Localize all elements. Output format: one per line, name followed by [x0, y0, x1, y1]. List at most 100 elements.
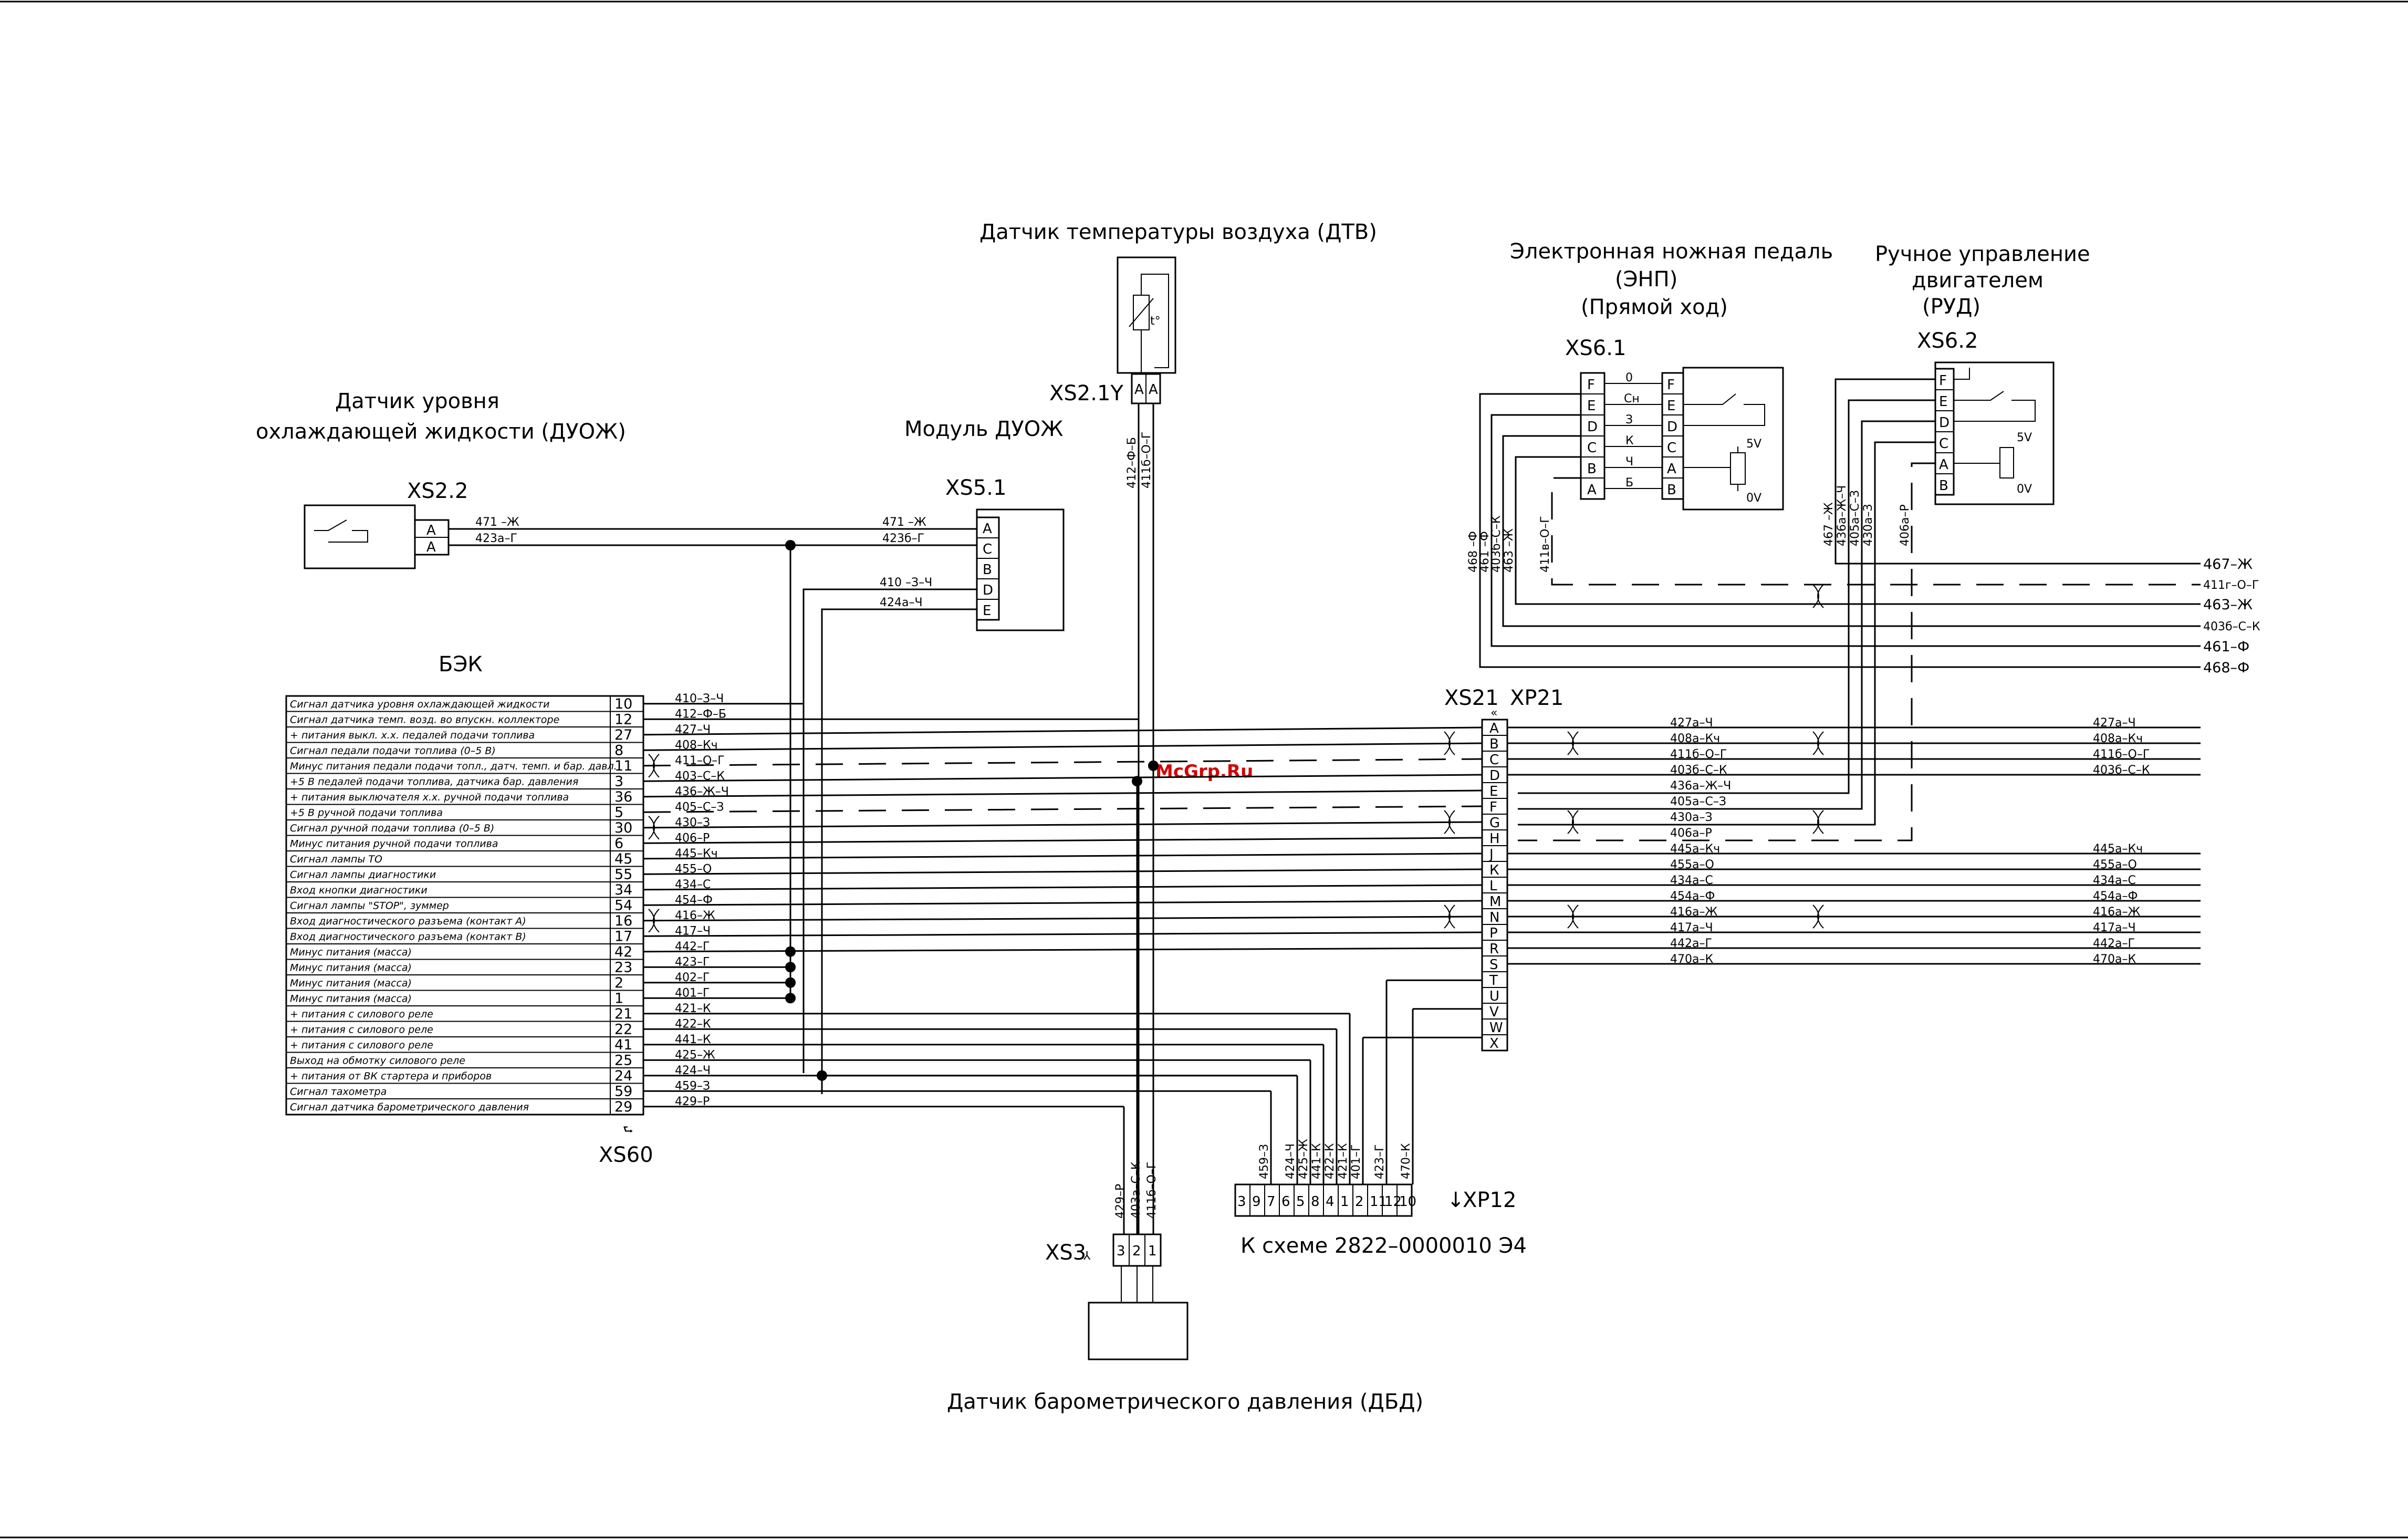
bek-row-pin: 54 — [614, 897, 632, 913]
xs21-out-label: 455а–О — [2093, 858, 2137, 871]
xs3-wire-1: 429–Р — [1114, 1184, 1127, 1219]
xs21-pin: U — [1489, 989, 1499, 1004]
enp-wire-3: 403б–С–К — [1490, 515, 1503, 573]
enp-wire-1: 468 –Ф — [1467, 531, 1480, 573]
rud-vcc: 5V — [2017, 431, 2032, 444]
right-wire-3: 463–Ж — [2203, 597, 2253, 613]
enp-pin-right-6: В — [1667, 482, 1676, 498]
rud-wire-2: 436а–Ж–Ч — [1836, 485, 1849, 546]
rud-pin-5: А — [1939, 457, 1948, 473]
xp12-pin: 5 — [1296, 1194, 1305, 1210]
twisted-pair-marker — [648, 754, 660, 778]
xp12-pin: 11 — [1370, 1194, 1387, 1210]
bek-row-desc: Сигнал тахометра — [290, 1086, 387, 1097]
xs21-wire-label: 405а–С–З — [1670, 795, 1726, 808]
xs6-2-label: XS6.2 — [1917, 329, 1978, 353]
xs6-1-label: XS6.1 — [1565, 336, 1626, 360]
junction-dot — [785, 977, 796, 988]
bek-row-desc: Минус питания (масса) — [290, 947, 412, 958]
module-duozh: А С В D Е — [976, 508, 1065, 631]
twisted-pair-marker — [1812, 731, 1824, 755]
xp12-pin: 9 — [1252, 1194, 1261, 1210]
module-pin-b: В — [983, 562, 992, 578]
junction-dot — [785, 946, 796, 957]
xs21-out-label: 442а–Г — [2093, 937, 2135, 950]
bek-row-desc: Минус питания ручной подачи топлива — [290, 838, 498, 849]
wire — [643, 931, 1483, 937]
right-wire-5: 461–Ф — [2203, 639, 2249, 655]
dbd-sensor — [1088, 1302, 1189, 1360]
bek-row-pin: 30 — [614, 820, 632, 836]
bek-row-desc: Минус питания (масса) — [290, 978, 412, 989]
enp-pin-right-2: Е — [1667, 398, 1675, 414]
xs21-out-label: 434а–С — [2093, 874, 2136, 887]
xp12-arrow: ↓ — [1447, 1188, 1465, 1212]
bek-row-pin: 55 — [614, 866, 632, 882]
enp-title-2: (ЭНП) — [1615, 267, 1677, 292]
xs21-pin: К — [1489, 862, 1499, 878]
bek-row-desc: +5 В педалей подачи топлива, датчика бар… — [290, 776, 578, 787]
junction-dot — [785, 962, 796, 973]
enp-pin-label-6: Б — [1625, 476, 1633, 490]
watermark: McGrp.Ru — [1155, 761, 1253, 782]
xs21-wire-label: 408а–Кч — [1670, 732, 1720, 745]
xs21-pin: N — [1489, 910, 1499, 926]
rud-wire-3: 405а–С–З — [1849, 490, 1862, 546]
twisted-pair-marker — [1567, 810, 1579, 834]
bek-row-desc: Сигнал датчика темп. возд. во впускн. ко… — [290, 714, 559, 725]
bek-row-pin: 45 — [614, 851, 632, 867]
scheme-ref: К схеме 2822–0000010 Э4 — [1241, 1234, 1527, 1258]
enp-pin-label-5: Ч — [1625, 455, 1633, 469]
bek-row-pin: 23 — [614, 959, 632, 975]
bek-row-pin: 6 — [614, 835, 623, 851]
enp-title-3: (Прямой ход) — [1581, 295, 1728, 319]
xs21-wire-label: 417а–Ч — [1670, 921, 1713, 934]
module-wire-3: 410 –З–Ч — [880, 576, 932, 589]
enp-vcc: 5V — [1746, 438, 1761, 451]
enp-pin-label-3: З — [1625, 413, 1633, 427]
xs2-1y-label: XS2.1Y — [1049, 381, 1123, 405]
rud-pin-2: Е — [1939, 394, 1947, 410]
module-wire-4: 424а–Ч — [880, 596, 923, 609]
bek-row-desc: + питания выкл. х.х. педалей подачи топл… — [290, 730, 535, 741]
bek-row-pin: 12 — [614, 711, 632, 727]
bek-row-desc: Минус питания (масса) — [290, 993, 412, 1004]
bek-row-pin: 24 — [614, 1068, 632, 1084]
xs21-wire-label: 436а–Ж–Ч — [1670, 779, 1731, 793]
wire — [643, 837, 1483, 844]
enp-pin-left-5: В — [1587, 461, 1597, 477]
bek-row-desc: Сигнал датчика уровня охлаждающей жидкос… — [290, 699, 550, 710]
right-wire-1: 467–Ж — [2203, 556, 2253, 573]
right-wire-6: 468–Ф — [2203, 660, 2249, 676]
rud-pin-1: F — [1939, 373, 1947, 389]
xs21-pin: А — [1489, 721, 1499, 736]
xs21-out-label: 408а–Кч — [2093, 732, 2143, 745]
xs21-wire-label: 411б–О–Г — [1670, 748, 1727, 761]
bek-title: БЭК — [439, 652, 483, 677]
bek-row-desc: Сигнал лампы диагностики — [290, 869, 436, 880]
enp-wire-4: 463 –Ж — [1503, 528, 1516, 573]
xs21-pin: V — [1489, 1004, 1499, 1020]
xs21-wire-label: 455а–О — [1670, 858, 1714, 871]
rud-gnd: 0V — [2017, 483, 2032, 496]
wire — [643, 900, 1483, 906]
enp-pin-left-4: С — [1587, 440, 1597, 456]
xs3-label: XS3 — [1045, 1241, 1086, 1265]
xs3-pin-3: 1 — [1148, 1243, 1157, 1259]
bek-row-pin: 41 — [614, 1037, 632, 1053]
xs21-wire-label: 406а–Р — [1670, 827, 1712, 840]
xs21-pin: F — [1489, 799, 1497, 815]
module-pin-e: Е — [983, 603, 991, 619]
dbd-title: Датчик барометрического давления (ДБД) — [947, 1390, 1423, 1414]
dtv-title: Датчик температуры воздуха (ДТВ) — [979, 220, 1377, 244]
bek-row-desc: Сигнал лампы ТО — [290, 854, 382, 865]
xp12-wire-label: 441–К — [1310, 1143, 1323, 1179]
bek-row-desc: + питания от ВК стартера и приборов — [290, 1070, 492, 1082]
bek-row-desc: Вход диагностического разъема (контакт А… — [290, 916, 526, 927]
bek-row-pin: 21 — [614, 1006, 632, 1022]
twisted-pair-marker — [1812, 904, 1824, 929]
twisted-pair-marker — [1444, 731, 1455, 755]
junction-dot — [817, 1070, 827, 1081]
bek-row-pin: 34 — [614, 882, 632, 898]
twisted-pair-marker — [1567, 731, 1579, 755]
